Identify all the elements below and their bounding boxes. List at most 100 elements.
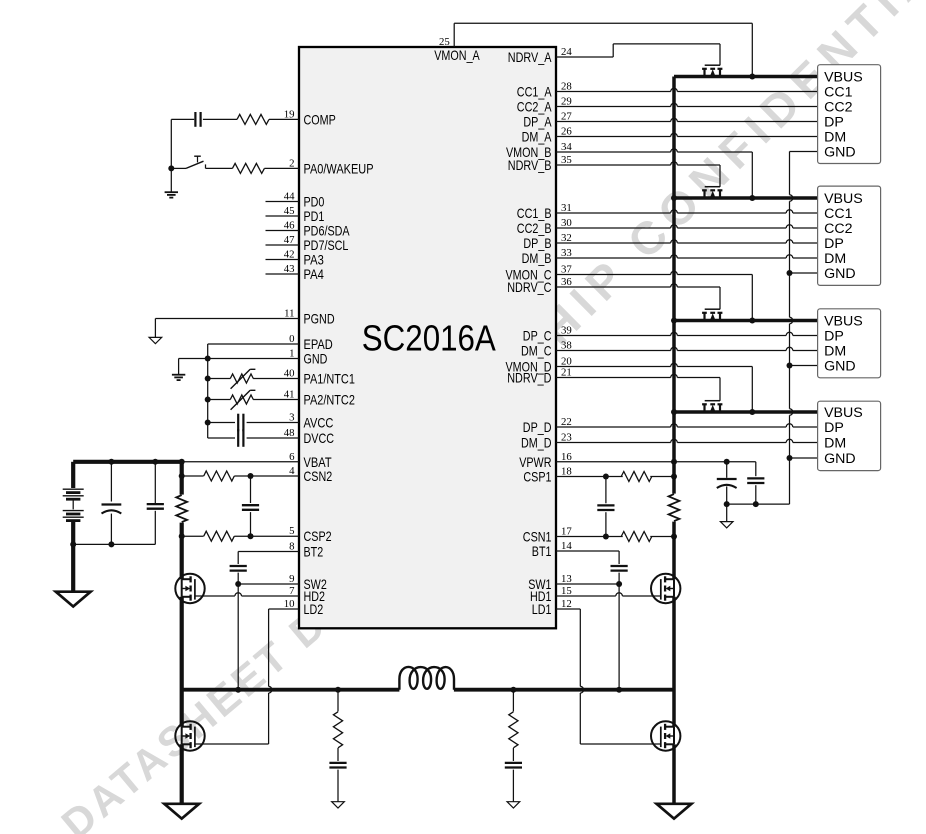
svg-text:SC2016A: SC2016A — [362, 318, 497, 359]
svg-text:SW1: SW1 — [528, 577, 551, 592]
svg-text:42: 42 — [284, 249, 295, 261]
svg-text:NDRV_C: NDRV_C — [507, 280, 551, 295]
svg-text:2: 2 — [289, 157, 294, 169]
svg-text:VBUS: VBUS — [824, 70, 863, 86]
svg-text:CC1: CC1 — [824, 85, 852, 101]
svg-text:27: 27 — [561, 111, 572, 123]
svg-text:PA4: PA4 — [304, 267, 325, 282]
svg-text:PD6/SDA: PD6/SDA — [304, 224, 351, 239]
svg-text:GND: GND — [824, 266, 856, 282]
svg-text:18: 18 — [561, 466, 572, 478]
svg-text:DM_C: DM_C — [521, 344, 552, 359]
svg-text:0: 0 — [289, 333, 294, 345]
svg-text:46: 46 — [284, 220, 295, 232]
svg-text:7: 7 — [289, 585, 295, 597]
svg-text:26: 26 — [561, 126, 572, 138]
svg-text:COMP: COMP — [304, 112, 336, 127]
svg-text:DM_B: DM_B — [522, 251, 552, 266]
svg-text:DP: DP — [824, 329, 844, 345]
svg-text:DM_A: DM_A — [522, 130, 553, 145]
svg-text:GND: GND — [824, 359, 856, 375]
svg-text:VBUS: VBUS — [824, 191, 863, 207]
svg-text:36: 36 — [561, 276, 572, 288]
svg-text:35: 35 — [561, 154, 572, 166]
svg-text:CC2_A: CC2_A — [517, 100, 552, 115]
svg-text:AVCC: AVCC — [304, 416, 334, 431]
svg-text:CC1_A: CC1_A — [517, 85, 552, 100]
svg-text:DP_B: DP_B — [523, 236, 551, 251]
svg-text:GND: GND — [824, 451, 856, 467]
svg-text:DP_A: DP_A — [523, 115, 552, 130]
svg-text:41: 41 — [284, 389, 295, 401]
svg-text:VBUS: VBUS — [824, 314, 863, 330]
svg-text:PD1: PD1 — [304, 209, 325, 224]
svg-text:28: 28 — [561, 81, 572, 93]
svg-text:CSN1: CSN1 — [523, 530, 552, 545]
svg-text:DP: DP — [824, 236, 844, 252]
svg-text:CSP2: CSP2 — [304, 529, 332, 544]
svg-text:38: 38 — [561, 340, 572, 352]
svg-text:PD0: PD0 — [304, 195, 325, 210]
svg-text:DP_C: DP_C — [523, 329, 552, 344]
svg-text:16: 16 — [561, 451, 572, 463]
svg-text:23: 23 — [561, 432, 572, 444]
svg-text:6: 6 — [289, 451, 295, 463]
svg-text:40: 40 — [284, 368, 295, 380]
svg-text:HD1: HD1 — [530, 589, 552, 604]
svg-text:PA1/NTC1: PA1/NTC1 — [304, 372, 355, 387]
svg-text:HD2: HD2 — [304, 589, 326, 604]
svg-text:CSN2: CSN2 — [304, 469, 333, 484]
svg-text:DP_D: DP_D — [523, 420, 552, 435]
svg-text:11: 11 — [284, 308, 294, 320]
svg-text:PA3: PA3 — [304, 253, 325, 268]
svg-text:25: 25 — [439, 36, 450, 48]
svg-text:BT2: BT2 — [304, 545, 324, 560]
svg-text:CC2_B: CC2_B — [517, 221, 552, 236]
svg-text:24: 24 — [561, 46, 572, 58]
svg-text:LD1: LD1 — [532, 602, 552, 617]
svg-text:48: 48 — [284, 427, 295, 439]
svg-text:GND: GND — [824, 145, 856, 161]
svg-text:15: 15 — [561, 585, 572, 597]
svg-text:10: 10 — [284, 598, 295, 610]
svg-text:PA0/WAKEUP: PA0/WAKEUP — [304, 161, 374, 176]
svg-text:BT1: BT1 — [532, 544, 552, 559]
svg-text:VMON_A: VMON_A — [434, 48, 480, 63]
svg-text:4: 4 — [289, 465, 295, 477]
svg-text:8: 8 — [289, 541, 294, 553]
svg-text:NDRV_D: NDRV_D — [507, 371, 551, 386]
svg-text:17: 17 — [561, 526, 572, 538]
svg-text:SW2: SW2 — [304, 577, 327, 592]
svg-text:PA2/NTC2: PA2/NTC2 — [304, 393, 355, 408]
svg-text:PGND: PGND — [304, 312, 335, 327]
svg-text:CC1_B: CC1_B — [517, 206, 552, 221]
svg-text:CC2: CC2 — [824, 100, 852, 116]
svg-text:DM: DM — [824, 130, 846, 146]
svg-text:30: 30 — [561, 217, 572, 229]
svg-text:14: 14 — [561, 540, 572, 552]
svg-text:44: 44 — [284, 191, 295, 203]
svg-text:29: 29 — [561, 96, 572, 108]
svg-text:HIP CONFIDENTIAL: HIP CONFIDENTIAL — [530, 0, 926, 355]
svg-text:CC2: CC2 — [824, 221, 852, 237]
svg-text:19: 19 — [284, 108, 295, 120]
svg-text:VMON_D: VMON_D — [506, 360, 552, 375]
svg-text:CSP1: CSP1 — [523, 470, 551, 485]
svg-text:VMON_B: VMON_B — [506, 145, 552, 160]
svg-text:NDRV_B: NDRV_B — [508, 158, 552, 173]
svg-text:DM: DM — [824, 344, 846, 360]
svg-text:45: 45 — [284, 205, 295, 217]
svg-text:39: 39 — [561, 325, 572, 337]
svg-text:3: 3 — [289, 412, 294, 424]
svg-text:DVCC: DVCC — [304, 431, 335, 446]
svg-text:1: 1 — [289, 348, 294, 360]
svg-text:VPWR: VPWR — [519, 455, 551, 470]
svg-text:37: 37 — [561, 264, 572, 276]
svg-text:43: 43 — [284, 263, 295, 275]
svg-text:DM: DM — [824, 251, 846, 267]
svg-text:DM: DM — [824, 436, 846, 452]
svg-text:PD7/SCL: PD7/SCL — [304, 238, 349, 253]
svg-text:DATASHEET D: DATASHEET D — [53, 599, 337, 834]
svg-text:20: 20 — [561, 356, 572, 368]
svg-text:5: 5 — [289, 525, 294, 537]
